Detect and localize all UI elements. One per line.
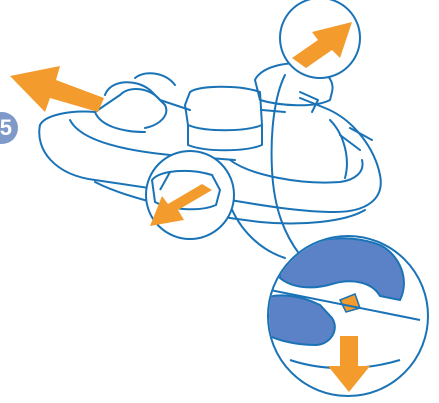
hand-pressing-button-callout [262, 236, 428, 396]
top-tab-callout [280, 0, 360, 78]
left-arrow-icon [10, 66, 104, 112]
lower-latch-callout [146, 151, 234, 239]
